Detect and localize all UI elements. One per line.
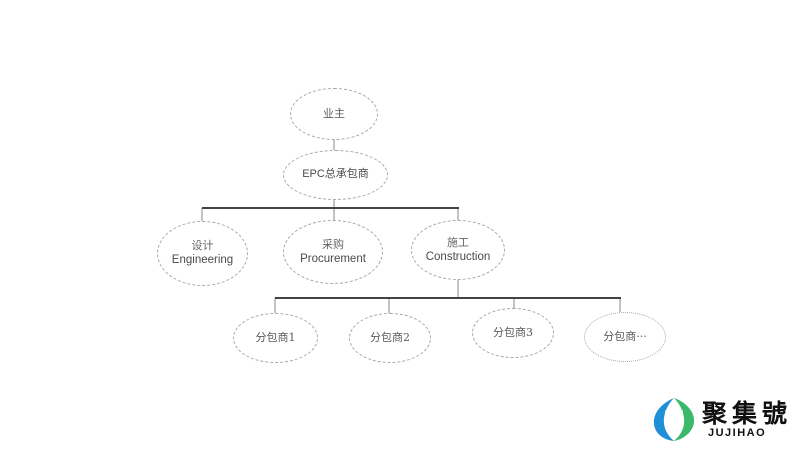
logo-title: 聚集號 [702,399,793,428]
node-epc-contractor: EPC总承包商 [283,150,388,200]
node-subcontractor-more: 分包商··· [584,312,666,362]
node-owner-label: 业主 [323,107,345,121]
node-subcontractor-2: 分包商2 [349,313,431,363]
node-construction: 施工 Construction [411,220,505,280]
node-engineering-cn: 设计 [191,239,214,253]
jujihao-logo-icon [653,398,695,441]
node-subcontractor-1: 分包商1 [233,313,318,363]
node-subcontractor-3: 分包商3 [472,308,554,358]
node-construction-en: Construction [425,250,491,263]
node-epc-label: EPC总承包商 [302,168,369,181]
node-sub-more-label: 分包商··· [603,330,647,344]
node-sub3-label: 分包商3 [493,326,533,340]
node-procurement-cn: 采购 [322,237,344,251]
node-procurement: 采购 Procurement [283,220,383,284]
node-sub1-label: 分包商1 [255,331,296,345]
jujihao-watermark-logo: 聚集號 JUJIHAO [650,394,800,446]
node-engineering: 设计 Engineering [157,221,248,286]
node-sub2-label: 分包商2 [370,331,410,345]
node-engineering-en: Engineering [171,254,234,267]
node-owner: 业主 [290,88,378,140]
node-procurement-en: Procurement [300,252,366,265]
node-construction-cn: 施工 [447,235,469,249]
logo-subtitle: JUJIHAO [708,427,767,439]
